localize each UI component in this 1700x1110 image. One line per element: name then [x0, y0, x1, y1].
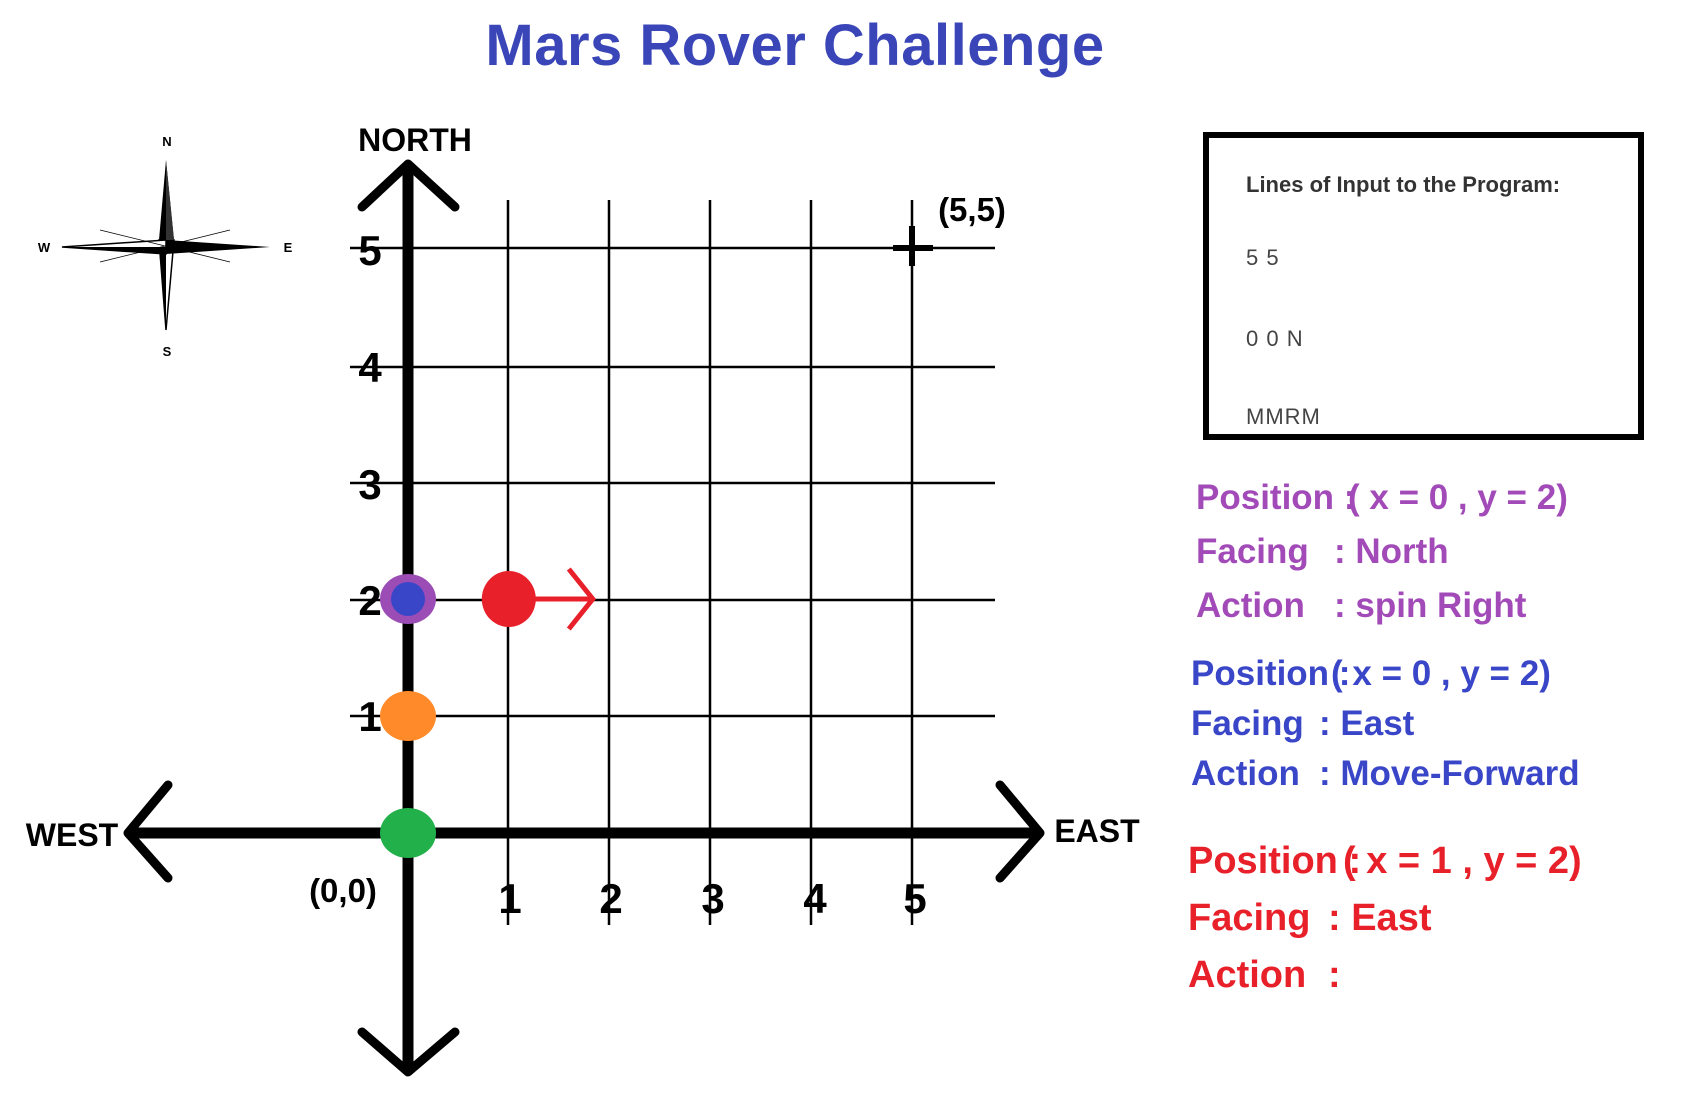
compass-north-label: N — [162, 134, 171, 149]
south-arrowhead-icon — [357, 1027, 460, 1077]
position-label: Position : — [1188, 840, 1362, 882]
grid-lines — [350, 200, 995, 925]
rover-marker-0 — [380, 808, 436, 858]
y-tick-label: 4 — [358, 344, 382, 391]
position-label: Position : — [1196, 478, 1356, 517]
rover-marker-3 — [481, 571, 536, 627]
facing-label: Facing — [1188, 897, 1311, 939]
y-tick-label: 5 — [358, 227, 381, 274]
y-tick-label: 2 — [358, 577, 381, 624]
facing-label: Facing — [1191, 704, 1304, 743]
action-value: : Move-Forward — [1319, 754, 1580, 793]
action-label: Action — [1191, 754, 1300, 793]
x-tick-label: 1 — [498, 875, 521, 922]
corner-plus-icon — [893, 226, 933, 266]
y-tick-label: 1 — [358, 693, 381, 740]
position-value: ( x = 0 , y = 2) — [1331, 654, 1551, 693]
program-input-box: Lines of Input to the Program: 5 5 0 0 N… — [1203, 132, 1644, 440]
east-arrowhead-icon — [995, 780, 1045, 883]
y-tick-label: 3 — [358, 461, 381, 508]
status-block-spin: Position :( x = 0 , y = 2) Facing : North… — [1196, 480, 1646, 642]
facing-value: : East — [1319, 704, 1415, 743]
x-tick-labels: 1 2 3 4 5 — [498, 875, 926, 922]
compass-east-label: E — [284, 240, 293, 255]
rover-markers — [380, 567, 597, 858]
west-arrowhead-icon — [123, 780, 173, 883]
x-tick-label: 4 — [803, 875, 827, 922]
x-tick-label: 3 — [701, 875, 724, 922]
facing-label: Facing — [1196, 532, 1309, 571]
rover-marker-1 — [380, 691, 436, 741]
rover-marker-inner-2 — [391, 582, 425, 616]
status-block-move: Position :( x = 0 , y = 2) Facing: East … — [1191, 656, 1661, 806]
position-label: Position : — [1191, 654, 1351, 693]
y-tick-labels: 1 2 3 4 5 — [358, 227, 382, 740]
input-line-start-position: 0 0 N — [1246, 326, 1304, 351]
input-line-commands: MMRM — [1246, 404, 1321, 429]
page-title: Mars Rover Challenge — [485, 13, 1105, 78]
north-label: NORTH — [358, 122, 472, 158]
input-box-header: Lines of Input to the Program: — [1246, 172, 1561, 197]
axes — [123, 159, 1045, 1077]
action-label: Action — [1188, 954, 1307, 996]
facing-value: : East — [1328, 897, 1432, 939]
x-tick-label: 2 — [599, 875, 622, 922]
facing-value: : North — [1334, 532, 1449, 571]
action-value: : spin Right — [1334, 586, 1527, 625]
corner-label: (5,5) — [938, 191, 1006, 228]
x-tick-label: 5 — [903, 875, 926, 922]
action-label: Action — [1196, 586, 1305, 625]
compass-south-label: S — [163, 344, 172, 359]
position-value: ( x = 0 , y = 2) — [1348, 478, 1568, 517]
compass-west-label: W — [38, 240, 51, 255]
heading-arrow-icon — [566, 567, 597, 631]
input-line-grid-size: 5 5 — [1246, 245, 1280, 270]
east-label: EAST — [1054, 813, 1140, 849]
status-block-current: Position :( x = 1 , y = 2) Facing: East … — [1188, 842, 1638, 1013]
north-arrowhead-icon — [357, 159, 460, 212]
action-value: : — [1328, 954, 1341, 996]
origin-label: (0,0) — [309, 872, 377, 909]
west-label: WEST — [26, 817, 119, 853]
position-value: ( x = 1 , y = 2) — [1343, 840, 1582, 882]
compass-rose-icon: N E S W — [38, 134, 293, 359]
